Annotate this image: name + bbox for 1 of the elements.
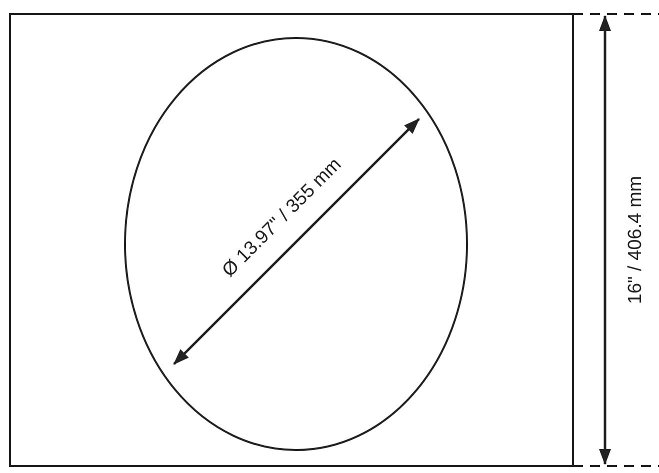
dimension-label: 16" / 406.4 mm [625, 176, 648, 304]
